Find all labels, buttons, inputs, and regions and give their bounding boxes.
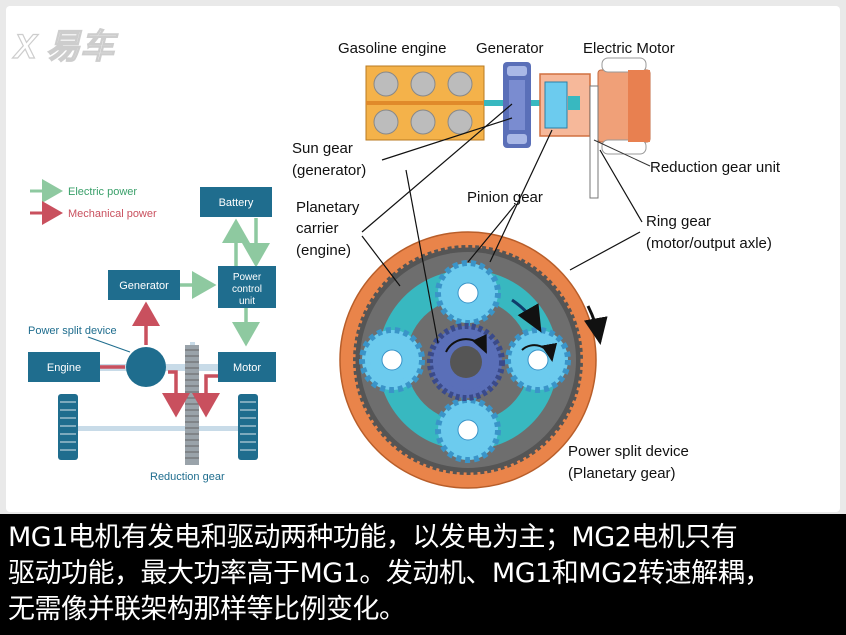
battery-label: Battery — [219, 197, 254, 209]
caption-line-2: 驱动功能，最大功率高于MG1。发动机、MG1和MG2转速解耦， — [8, 558, 771, 589]
sun-gear-label-1: Sun gear — [292, 140, 353, 157]
generator-unit — [503, 62, 531, 148]
pinion-gear-left — [359, 327, 425, 393]
rear-axle — [58, 426, 256, 431]
engine-output-shaft — [484, 100, 579, 106]
electric-motor-unit — [597, 57, 651, 155]
pcu-label-2: control — [232, 284, 262, 295]
reduction-gear-unit — [589, 85, 651, 199]
reduction-gear — [185, 345, 199, 465]
ring-gear-label-2: (motor/output axle) — [646, 235, 772, 252]
motor-label: Motor — [233, 362, 261, 374]
pcu-box: Power control unit — [218, 266, 276, 308]
pinion-gear-right — [505, 327, 571, 393]
legend-mechanical-label: Mechanical power — [68, 208, 157, 220]
leader-lines — [361, 103, 643, 344]
psd-label-2: (Planetary gear) — [568, 465, 676, 482]
planetary-gear-set — [339, 231, 608, 489]
wheel-right — [238, 394, 258, 460]
pinion-gear-top — [435, 260, 501, 326]
hybrid-power-flow-diagram: Electric power Mechanical power — [28, 179, 276, 483]
pcu-label-3: unit — [239, 296, 255, 307]
caption-line-3: 无需像并联架构那样等比例变化。 — [8, 594, 406, 625]
engine-box: Engine — [28, 352, 100, 382]
caption-line-1: MG1电机有发电和驱动两种功能，以发电为主；MG2电机只有 — [8, 522, 738, 553]
carrier-label-3: (engine) — [296, 242, 351, 259]
pinion-gear-bottom — [435, 397, 501, 463]
pcu-label-1: Power — [233, 272, 262, 283]
generator-top-label: Generator — [476, 40, 544, 57]
ring-gear-label-1: Ring gear — [646, 213, 711, 230]
sun-gear-label-2: (generator) — [292, 162, 366, 179]
arrow-motor-to-reduction — [192, 374, 222, 418]
reduction-gear-label: Reduction gear — [150, 471, 225, 483]
diagram-canvas: X 易车 Electric power Mechanical power — [11, 27, 781, 489]
reduction-gear-unit-label: Reduction gear unit — [650, 159, 781, 176]
motor-box: Motor — [218, 352, 276, 382]
engine-block — [365, 65, 485, 141]
gasoline-engine-label: Gasoline engine — [338, 40, 446, 57]
caption-text: MG1电机有发电和驱动两种功能，以发电为主；MG2电机只有 驱动功能，最大功率高… — [8, 520, 838, 628]
sun-gear — [427, 323, 505, 401]
battery-box: Battery — [200, 187, 272, 217]
watermark-text: X 易车 — [12, 28, 119, 66]
electric-motor-label: Electric Motor — [583, 40, 675, 57]
ring-rotation-arrow — [583, 305, 608, 345]
power-split-device-circle — [126, 347, 166, 387]
pinion-rotation-arrow — [521, 342, 558, 362]
planetary-housing — [539, 73, 591, 137]
caption-bar — [0, 514, 846, 635]
carrier-label-1: Planetary — [296, 199, 360, 216]
arrow-split-to-reduction — [162, 370, 190, 418]
power-split-leader — [87, 336, 131, 353]
watermark-logo: X 易车 — [11, 27, 119, 66]
sun-rotation-arrow — [445, 334, 487, 354]
psd-label-1: Power split device — [568, 443, 689, 460]
powertrain-cutaway: Gasoline engine Generator Electric Motor — [292, 40, 781, 489]
power-split-label: Power split device — [28, 325, 117, 337]
engine-label: Engine — [47, 362, 81, 374]
legend-electric-label: Electric power — [68, 186, 137, 198]
pinion-gear-label: Pinion gear — [467, 189, 543, 206]
generator-label: Generator — [119, 280, 169, 292]
generator-box: Generator — [108, 270, 180, 300]
carrier-label-2: carrier — [296, 220, 339, 237]
carrier-rotation-arrow — [511, 298, 542, 333]
wheel-left — [58, 394, 78, 460]
